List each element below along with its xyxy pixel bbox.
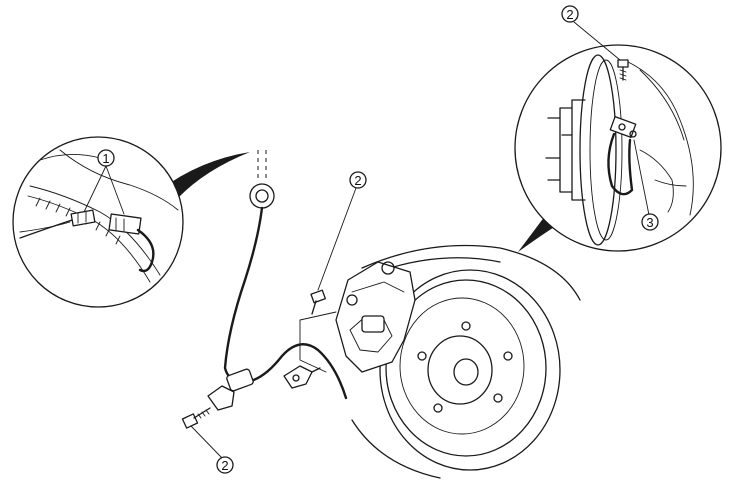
connector-detail-inset — [12, 136, 250, 308]
callout-1: 1 — [97, 149, 115, 167]
sensor-detail-inset — [514, 21, 722, 252]
sensor-harness — [207, 150, 348, 411]
callout-2-bracket: 2 — [349, 171, 367, 189]
brake-caliper — [299, 261, 416, 373]
callout-2-bracket-label: 2 — [354, 173, 361, 188]
callout-2-top-inset: 2 — [561, 5, 579, 23]
callout-2-bottom-label: 2 — [221, 458, 228, 473]
callout-3-label: 3 — [646, 215, 653, 230]
main-assembly — [181, 150, 581, 479]
inset-left-contents — [19, 149, 179, 283]
inset-circle-right — [514, 44, 722, 252]
callout-3: 3 — [641, 213, 659, 231]
callout-2-bottom: 2 — [216, 456, 234, 474]
callout-2-top-label: 2 — [566, 7, 573, 22]
harness-bracket — [207, 385, 235, 411]
brake-disc — [351, 244, 581, 479]
inset-pointer-left — [160, 152, 250, 198]
harness-connector-left — [70, 209, 96, 227]
callout-1-label: 1 — [102, 151, 109, 166]
harness-connector-right — [108, 213, 142, 235]
inset-right-contents — [545, 21, 694, 246]
grommet — [249, 183, 275, 209]
mounting-bolt-bottom — [181, 407, 223, 459]
harness-clip — [226, 368, 254, 392]
mounting-bolt-top — [617, 59, 629, 81]
inset-circle-left — [12, 136, 184, 308]
mounting-bolt-bracket — [310, 187, 357, 315]
